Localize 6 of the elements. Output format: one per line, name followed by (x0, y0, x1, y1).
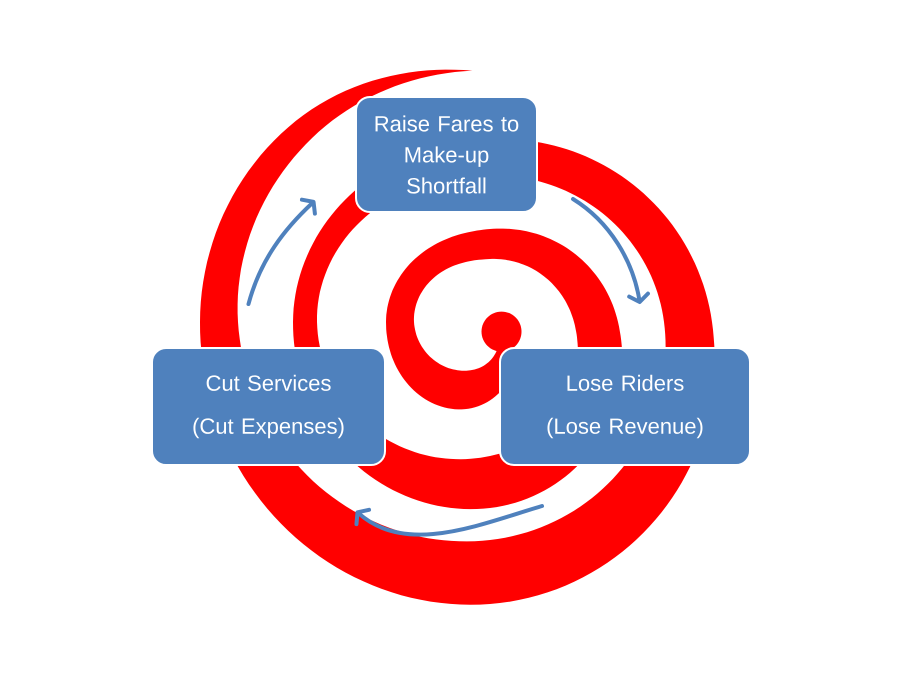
process-box: Lose Riders (Lose Revenue) (499, 347, 751, 466)
arrow (354, 504, 544, 536)
process-box: Cut Services (Cut Expenses) (151, 347, 386, 466)
arrow (571, 197, 650, 304)
arrow (246, 198, 317, 306)
process-box: Raise Fares to Make-up Shortfall (355, 96, 538, 213)
